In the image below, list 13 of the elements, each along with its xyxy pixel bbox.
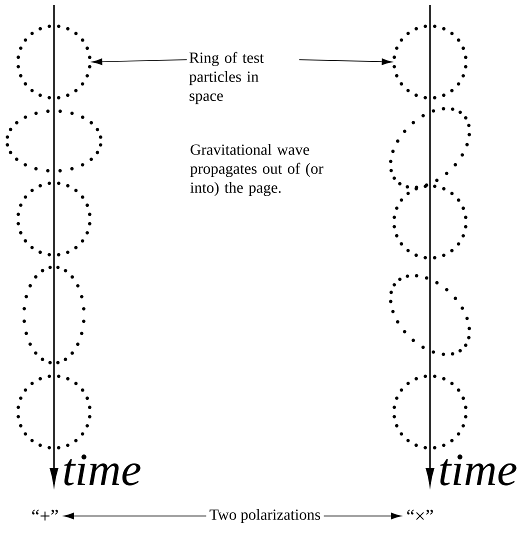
arrow — [298, 58, 392, 65]
note-text: Gravitational wave propagates out of (or into) the page. — [190, 144, 324, 196]
polarization-symbol: “+” — [32, 510, 58, 520]
arrow — [64, 512, 207, 520]
axis-label: time — [64, 454, 140, 486]
caption-text: Ring of test particles in space — [189, 52, 264, 104]
ring-of-dots — [16, 24, 92, 100]
ring-of-dots — [392, 24, 468, 100]
polarization-symbol: “×” — [407, 510, 433, 520]
caption-text: Two polarizations — [210, 508, 320, 524]
arrow — [323, 512, 402, 520]
axis-label: time — [440, 454, 516, 486]
arrow — [92, 58, 188, 65]
